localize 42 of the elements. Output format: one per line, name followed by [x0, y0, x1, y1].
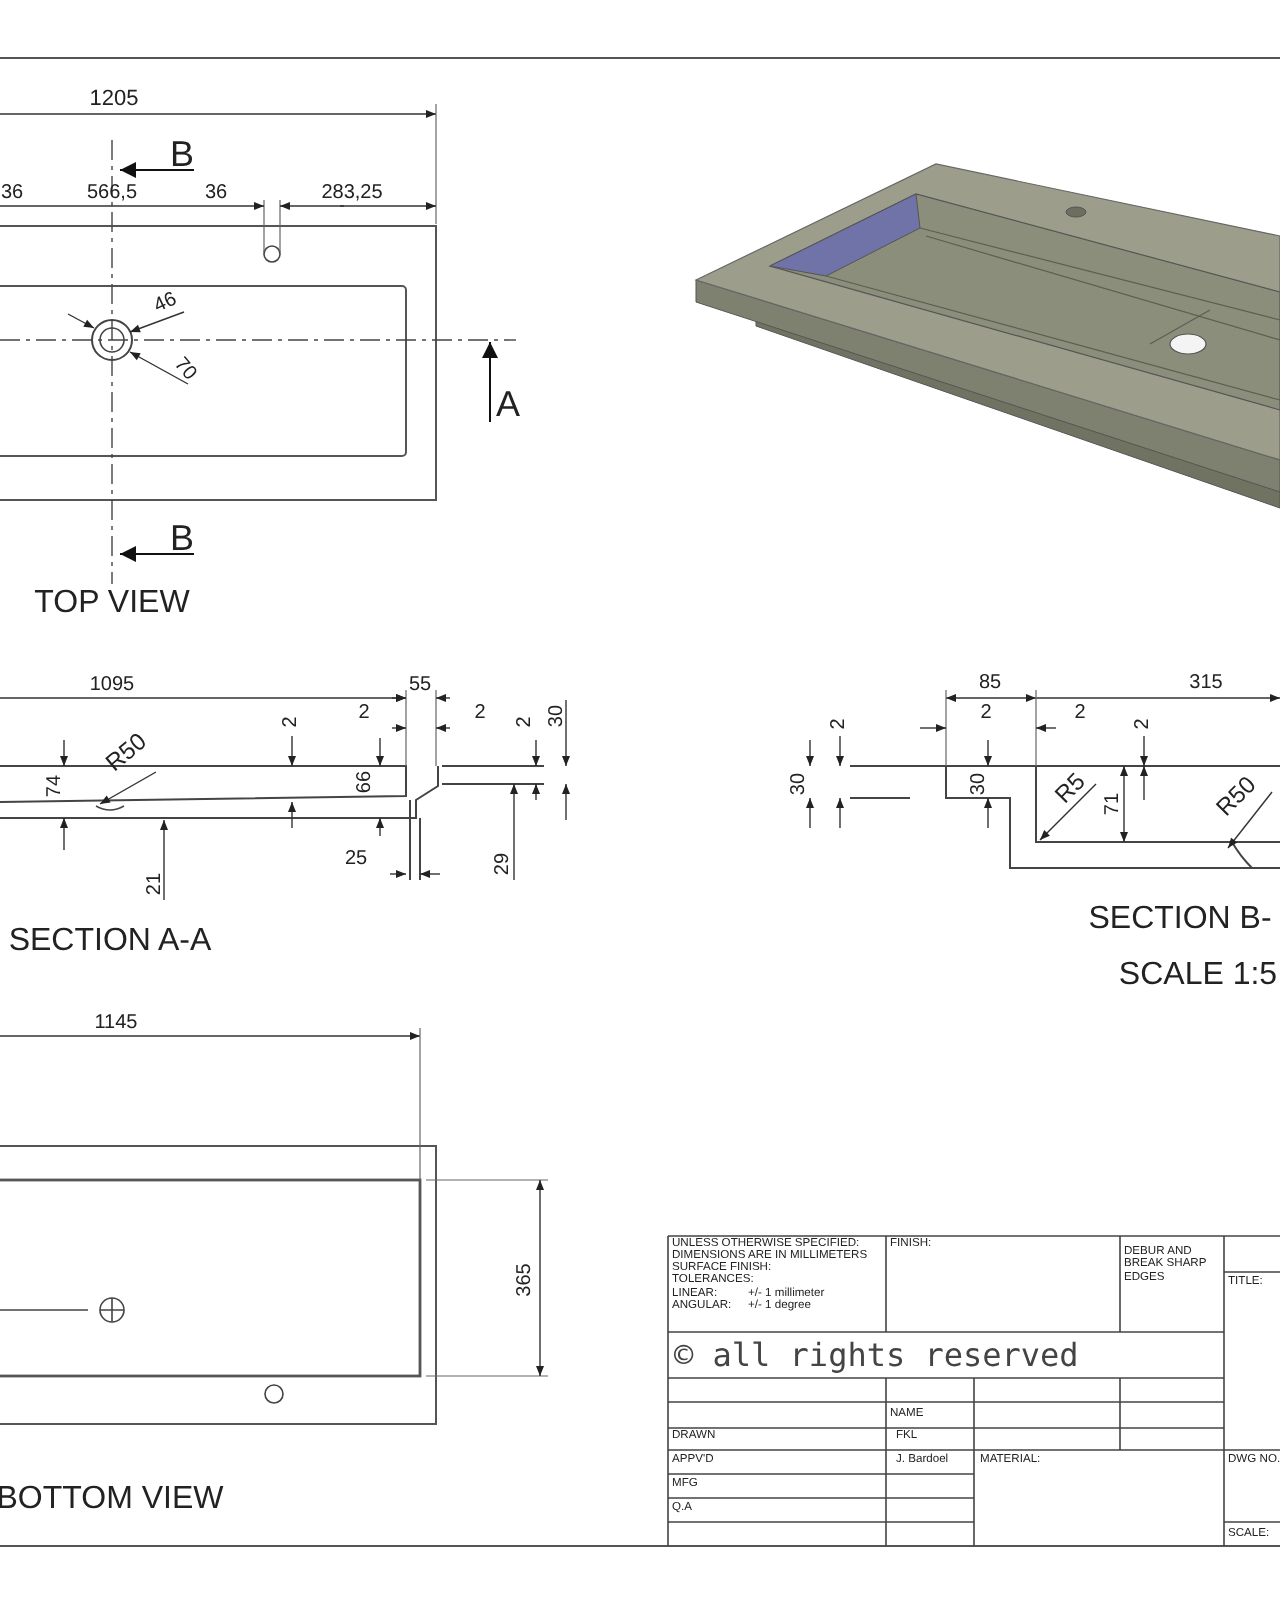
section-letter: B: [170, 520, 194, 556]
dimension-label: 36: [204, 184, 228, 204]
section-letter: B: [170, 136, 194, 172]
dimension-label: 29: [494, 852, 514, 876]
dimension-label: 1095: [89, 676, 135, 696]
dimension-label: 30: [970, 772, 990, 796]
dimension-label: 365: [516, 1263, 536, 1297]
dimension-label: 74: [46, 774, 66, 798]
dimension-label: 566,5: [86, 184, 138, 204]
dimension-label: 315: [1189, 674, 1223, 694]
dimension-label: 46: [151, 290, 181, 318]
copyright-notice: © all rights reserved: [674, 1340, 1079, 1372]
dimension-label: 2: [980, 704, 992, 724]
dimension-label: 1145: [94, 1014, 138, 1034]
dimension-label: 2: [516, 716, 536, 728]
dimension-label: 1205: [89, 89, 139, 111]
dimension-label: 283,25: [321, 184, 383, 204]
dimension-label: 2: [474, 704, 486, 724]
view-title: TOP VIEW: [34, 588, 190, 620]
dimension-label: 30: [548, 704, 568, 728]
section-letter: A: [496, 386, 520, 422]
dimension-label: 71: [1104, 792, 1124, 816]
dimension-label: 55: [408, 676, 432, 696]
view-title: SECTION B-: [1088, 904, 1272, 936]
dimension-label: 2: [1134, 718, 1154, 730]
dimension-label: R50: [1211, 771, 1261, 821]
dimension-label: 2: [830, 718, 850, 730]
view-title: SECTION A-A: [8, 926, 212, 958]
dimension-label: 2: [1074, 704, 1086, 724]
view-title: BOTTOM VIEW: [0, 1484, 224, 1516]
dimension-label: 21: [146, 872, 166, 896]
dimension-label: R5: [1050, 768, 1090, 808]
dimension-label: 70: [169, 355, 199, 385]
dimension-label: 2: [358, 704, 370, 724]
dimension-label: 66: [356, 770, 376, 794]
dimension-label: 2: [282, 716, 302, 728]
view-title: SCALE 1:5: [1118, 960, 1278, 992]
dimension-label: 30: [790, 772, 810, 796]
dimension-label: 36: [0, 184, 24, 204]
dimension-label: 85: [978, 674, 1002, 694]
dimension-label: R50: [101, 728, 151, 776]
dimension-label: 25: [344, 850, 368, 870]
